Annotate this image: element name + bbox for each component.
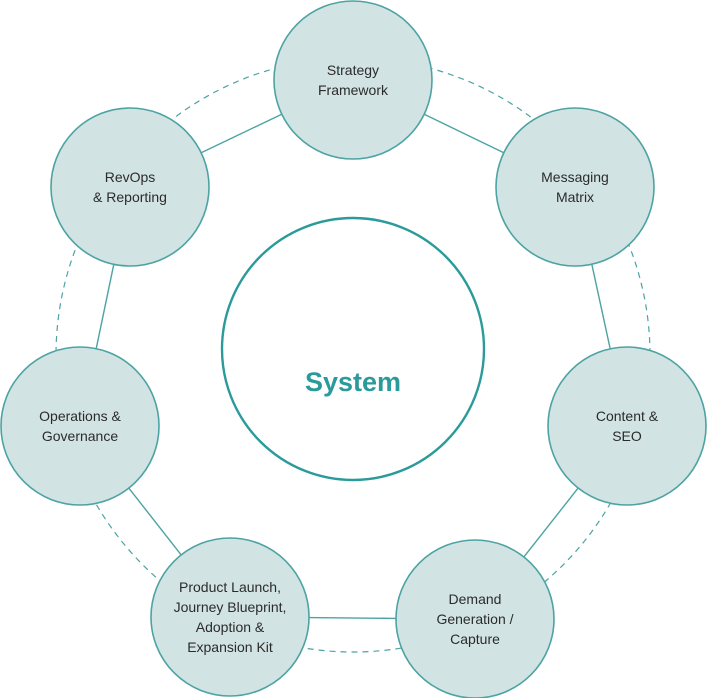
node-circle — [150, 537, 310, 697]
connector-content-seo-to-demand-generation-capture — [523, 487, 579, 558]
node-label-line: Strategy — [327, 62, 379, 78]
node-label-line: Governance — [42, 428, 118, 444]
node-label: RevOps & Reporting — [93, 169, 167, 205]
node-label-line: Adoption & — [196, 619, 265, 635]
node-label-line: Journey Blueprint, — [174, 599, 287, 615]
node-label-line: Capture — [450, 631, 500, 647]
node-label-line: RevOps — [105, 169, 156, 185]
node-product-launch: Product Launch, Journey Blueprint, Adoptio… — [150, 537, 310, 697]
node-label-line: & Reporting — [93, 189, 167, 205]
node-label-line: Demand — [449, 591, 502, 607]
node-revops-reporting: RevOps & Reporting — [50, 107, 210, 267]
node-label-line: Operations & — [39, 408, 121, 424]
node-label: Product Launch, Journey Blueprint, Adoptio… — [174, 579, 287, 655]
node-label-line: Generation / — [436, 611, 513, 627]
node-label-line: Messaging — [541, 169, 609, 185]
center-label: System — [305, 367, 401, 397]
connector-lines — [95, 113, 611, 620]
node-circle — [273, 0, 433, 160]
node-circle — [495, 107, 655, 267]
node-label: Content & SEO — [596, 408, 659, 444]
node-content-seo: Content & SEO — [547, 346, 707, 506]
node-operations-governance: Operations & Governance — [0, 346, 160, 506]
node-label-line: Content & — [596, 408, 659, 424]
connector-demand-generation-capture-to-product-launch — [308, 616, 397, 620]
node-label-line: SEO — [612, 428, 642, 444]
node-label: Operations & Governance — [39, 408, 121, 444]
node-label-line: Product Launch, — [179, 579, 281, 595]
connector-strategy-framework-to-messaging-matrix — [423, 113, 505, 154]
center-circle — [220, 216, 486, 482]
center-node: System — [220, 216, 486, 482]
connector-product-launch-to-operations-governance — [128, 487, 182, 556]
node-label-line: Matrix — [556, 189, 594, 205]
connector-messaging-matrix-to-content-seo — [591, 264, 611, 349]
node-circle — [547, 346, 707, 506]
node-label-line: Framework — [318, 82, 389, 98]
node-label-line: Expansion Kit — [187, 639, 273, 655]
node-circle — [50, 107, 210, 267]
node-circle — [0, 346, 160, 506]
node-circle — [395, 539, 555, 698]
connector-operations-governance-to-revops-reporting — [95, 264, 115, 349]
connector-revops-reporting-to-strategy-framework — [200, 113, 283, 154]
